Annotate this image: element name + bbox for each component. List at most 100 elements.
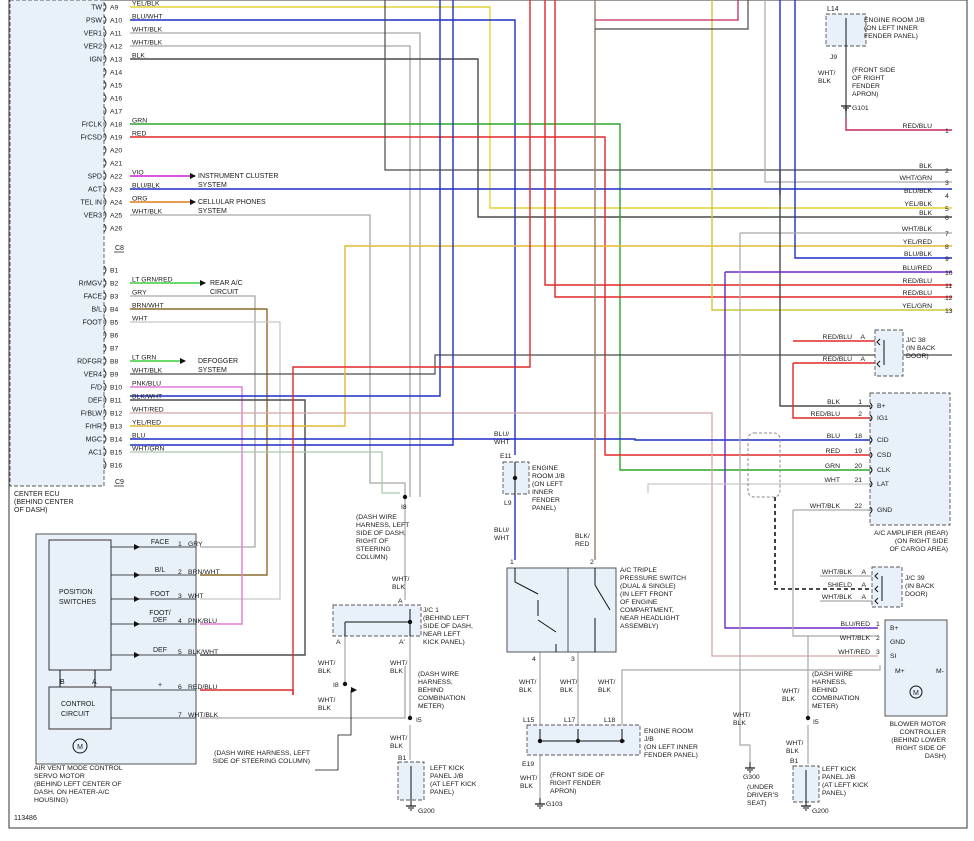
instrument-cluster-label: SYSTEM bbox=[198, 182, 227, 189]
engine-jb-mid-label: (ON LEFT bbox=[532, 481, 563, 488]
wire-label: BLK bbox=[520, 783, 533, 790]
wire-label: WHT/ bbox=[598, 679, 615, 686]
wire-label: WHT/ bbox=[318, 660, 335, 667]
connector-id-e11: E11 bbox=[500, 453, 512, 460]
ecu-pin-number: B4 bbox=[110, 307, 119, 314]
wire-wht-blk-l18 bbox=[621, 665, 881, 725]
ecu-pin-number: B11 bbox=[110, 398, 122, 405]
pin-i5: I5 bbox=[416, 717, 422, 724]
pressure-pin-3: 3 bbox=[571, 656, 575, 663]
ecu-pin-number: B3 bbox=[110, 294, 119, 301]
ground-id-g300: G300 bbox=[743, 774, 760, 781]
bus-pin-number: 13 bbox=[945, 308, 953, 315]
ground-id-g101: G101 bbox=[852, 105, 869, 112]
i5-harness-note: (DASH WIRE bbox=[418, 671, 459, 678]
ecu-signal-name: ACT bbox=[88, 187, 103, 194]
ecu-pin-number: A24 bbox=[110, 200, 122, 207]
blower-pin-name: SI bbox=[890, 653, 897, 660]
ecu-pin-terminal bbox=[103, 421, 107, 431]
wire-label: WHT/ bbox=[318, 697, 335, 704]
bus-pin-number: 9 bbox=[945, 256, 949, 263]
servo-pin-number: 4 bbox=[178, 618, 182, 625]
wire-bus-blu-2 bbox=[130, 0, 454, 446]
servo-pin-label: DEF bbox=[153, 647, 167, 654]
wire-label: BLU/ bbox=[494, 431, 509, 438]
wire-b13-yel-red bbox=[130, 245, 952, 427]
bus-wire-label: RED/BLU bbox=[903, 123, 933, 130]
ecu-pin-terminal bbox=[103, 291, 107, 301]
wire-color-label: WHT bbox=[132, 316, 147, 323]
amp-pin-number: 20 bbox=[854, 463, 862, 470]
ecu-pin-terminal bbox=[103, 93, 107, 103]
ecu-signal-name: DEF bbox=[88, 398, 102, 405]
left-kick-panel-right-label: (AT LEFT KICK bbox=[822, 782, 869, 789]
wire-label: BLK bbox=[786, 748, 799, 755]
ecu-signal-name: B/L bbox=[91, 307, 102, 314]
amp-terminal bbox=[869, 466, 873, 474]
pin-i8-left: I8 bbox=[333, 682, 339, 689]
jc1-label: J/C 1 bbox=[423, 607, 439, 614]
ecu-pin-number: A13 bbox=[110, 57, 122, 64]
ecu-signal-name: FOOT bbox=[83, 320, 103, 327]
wire-label: RED bbox=[575, 541, 589, 548]
ecu-pin-number: B2 bbox=[110, 281, 119, 288]
wire-a10-blu-wht bbox=[130, 19, 516, 455]
engine-jb-bot-pin: L15 bbox=[523, 717, 535, 724]
blower-terminal-mplus: M+ bbox=[895, 668, 905, 675]
ecu-pin-number: A15 bbox=[110, 83, 122, 90]
wire-servo6-red-blu bbox=[200, 689, 294, 695]
wire-shield bbox=[774, 497, 876, 590]
ecu-pin-number: B9 bbox=[110, 372, 119, 379]
arrow-to-rear-ac bbox=[200, 280, 206, 286]
ecu-signal-name: PSW bbox=[86, 18, 102, 25]
servo-motor-letter: M bbox=[77, 744, 83, 751]
bus-pin-number: 4 bbox=[945, 193, 949, 200]
i8-dash-harness-note: RIGHT OF bbox=[356, 538, 388, 545]
jc39-terminal bbox=[874, 572, 879, 580]
ecu-signal-name: TW bbox=[91, 5, 102, 12]
jc39-label: J/C 39 bbox=[905, 575, 925, 582]
blower-terminal-mminus: M- bbox=[936, 668, 944, 675]
ecu-pin-number: B16 bbox=[110, 463, 122, 470]
servo-caption: AIR VENT MODE CONTROL bbox=[34, 765, 123, 772]
engine-jb-bot-splice bbox=[619, 738, 625, 744]
dash-harness-left-note: (DASH WIRE HARNESS, LEFT bbox=[214, 750, 310, 757]
i8-dash-harness-note: SIDE OF DASH, bbox=[356, 530, 406, 537]
i5-right-note: HARNESS, bbox=[812, 679, 847, 686]
left-kick-panel-right-label: PANEL) bbox=[822, 790, 846, 797]
servo-pin-label: B/L bbox=[155, 567, 166, 574]
i5-right-note: COMBINATION bbox=[812, 695, 860, 702]
bus-wire-label: BLK bbox=[919, 210, 932, 217]
wire-b15-wht-grn bbox=[130, 451, 400, 494]
jc39-label: (IN BACK bbox=[905, 583, 935, 590]
ecu-pin-terminal bbox=[103, 67, 107, 77]
bus-wire-label: BLU/BLK bbox=[904, 188, 932, 195]
wire-color-label: PNK/BLU bbox=[132, 381, 161, 388]
wire-bus-red-blu-1 bbox=[845, 118, 952, 131]
ground-location-note: (FRONT SIDE bbox=[852, 67, 896, 74]
ecu-pin-terminal bbox=[103, 54, 107, 64]
servo-b-label: B bbox=[60, 679, 65, 686]
instrument-cluster-label: INSTRUMENT CLUSTER bbox=[198, 173, 278, 180]
ecu-signal-name: IGN bbox=[90, 57, 102, 64]
ecu-pin-terminal bbox=[103, 28, 107, 38]
ecu-pin-terminal bbox=[103, 317, 107, 327]
ecu-pin-number: B8 bbox=[110, 359, 119, 366]
ecu-pin-terminal bbox=[103, 395, 107, 405]
ecu-pin-terminal bbox=[103, 80, 107, 90]
blower-wire-label: WHT/BLK bbox=[840, 635, 871, 642]
engine-jb-bot-splice bbox=[575, 738, 581, 744]
wire-label: WHT/ bbox=[786, 740, 803, 747]
ecu-pin-terminal bbox=[103, 106, 107, 116]
wire-color-label: ORG bbox=[132, 196, 147, 203]
leader-arrow bbox=[351, 687, 357, 693]
wire-label: BLU/ bbox=[494, 527, 509, 534]
wire-label: WHT bbox=[494, 439, 509, 446]
left-kick-panel-label: PANEL) bbox=[430, 789, 454, 796]
ecu-pin-terminal bbox=[103, 265, 107, 275]
ecu-pin-number: A25 bbox=[110, 213, 122, 220]
g300-location-note: DRIVER'S bbox=[747, 792, 779, 799]
pressure-switch-label: (IN LEFT FRONT bbox=[620, 591, 673, 598]
amp-wire-label: RED/BLU bbox=[811, 411, 841, 418]
wire-bus-yel-grn-13 bbox=[711, 0, 952, 311]
